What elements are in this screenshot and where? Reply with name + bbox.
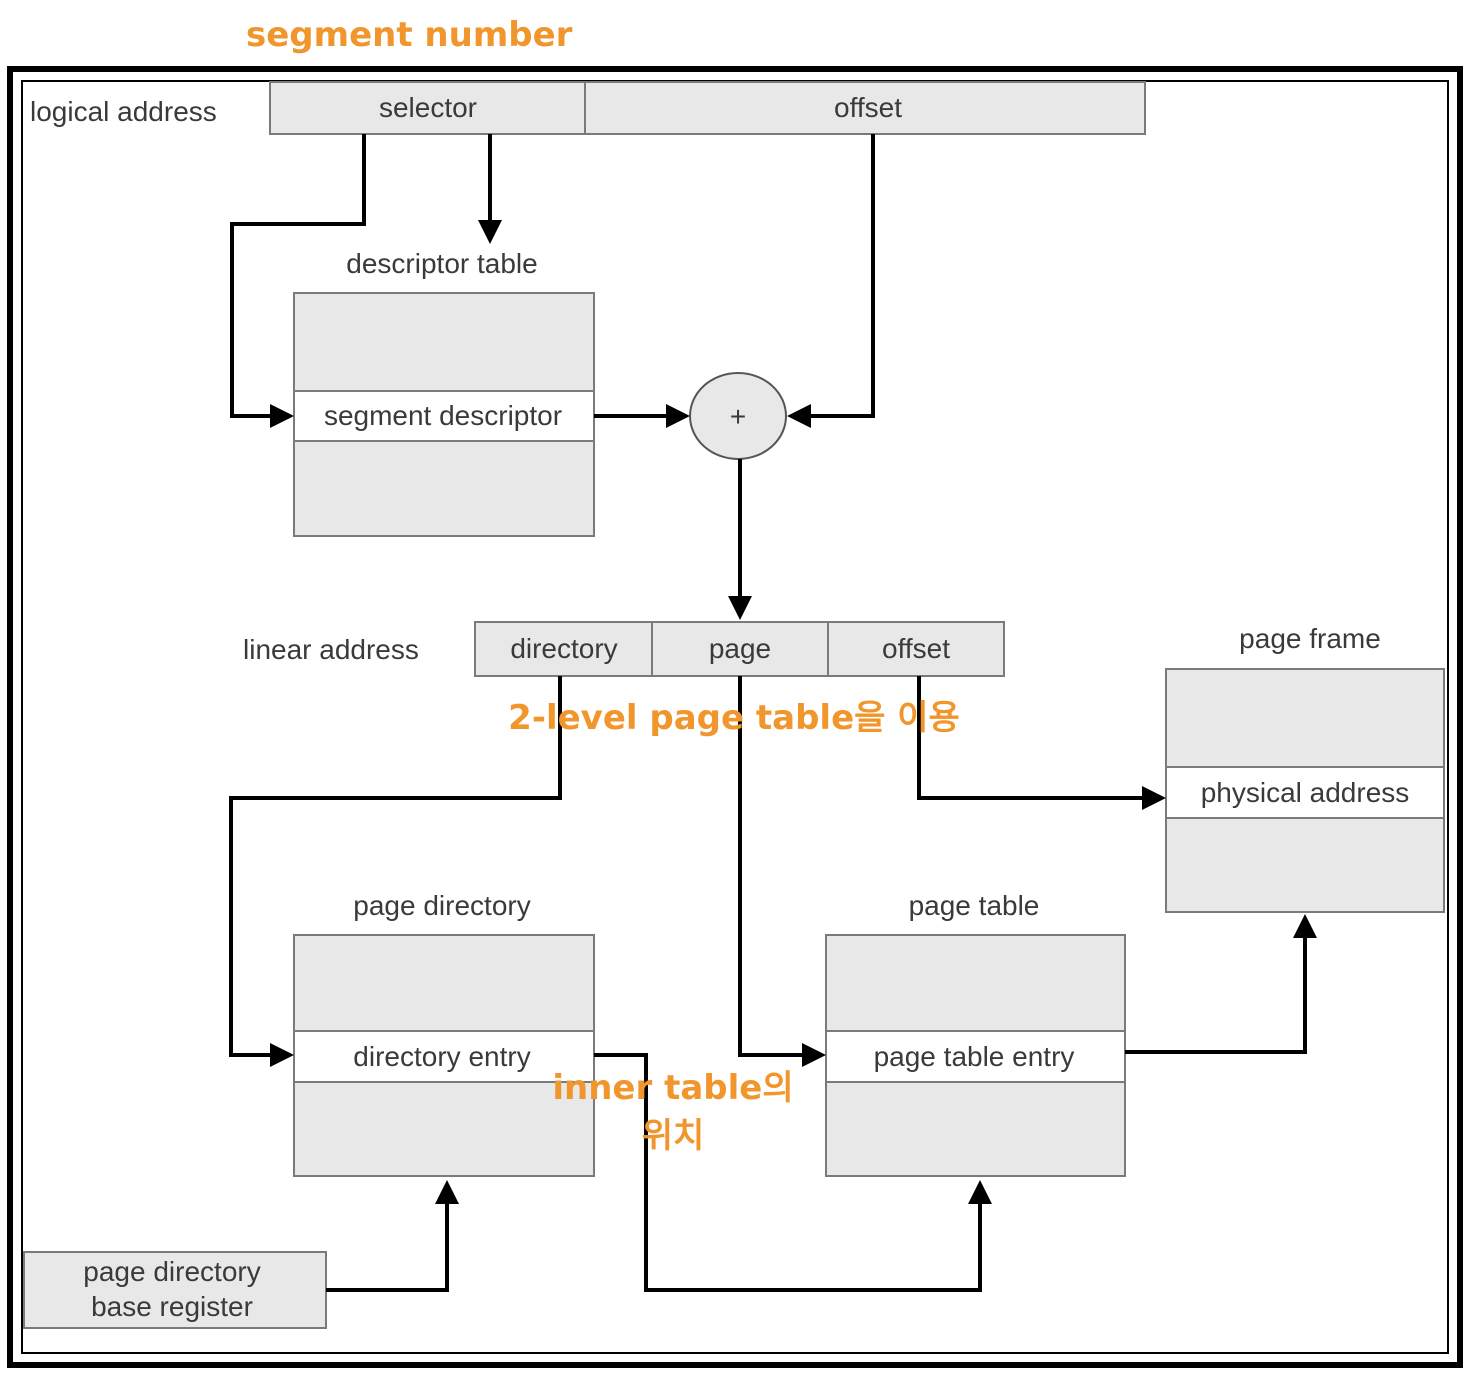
arrowhead bbox=[728, 596, 752, 620]
selector-to-descriptor-line bbox=[230, 134, 366, 418]
adder-symbol: + bbox=[730, 401, 746, 432]
physical-address-label: physical address bbox=[1201, 777, 1410, 808]
page-table-title: page table bbox=[909, 890, 1040, 921]
arrowhead bbox=[270, 404, 294, 428]
physical-address-row bbox=[1165, 766, 1445, 819]
directory-entry-row bbox=[293, 1030, 595, 1083]
annotation-two-level: 2-level page table을 이용 bbox=[508, 698, 960, 738]
page-table-entry-row bbox=[825, 1030, 1126, 1083]
outer-frame bbox=[7, 66, 1463, 1368]
page-to-page-table-line bbox=[738, 676, 804, 1057]
arrowhead bbox=[666, 404, 690, 428]
arrowhead bbox=[802, 1043, 826, 1067]
directory-entry-to-page-table-line bbox=[594, 1053, 982, 1292]
arrowhead bbox=[1142, 786, 1166, 810]
arrowhead bbox=[435, 1180, 459, 1204]
arrowhead bbox=[968, 1180, 992, 1204]
page-field bbox=[651, 621, 829, 677]
directory-entry-label: directory entry bbox=[353, 1041, 530, 1072]
arrowhead bbox=[270, 1043, 294, 1067]
directory-field-label: directory bbox=[510, 633, 617, 664]
segment-descriptor-label: segment descriptor bbox=[324, 400, 562, 431]
page-directory-title: page directory bbox=[353, 890, 530, 921]
base-register-line1: page directory bbox=[83, 1256, 260, 1287]
page-table-entry-label: page table entry bbox=[874, 1041, 1075, 1072]
arrowhead bbox=[787, 404, 811, 428]
base-register bbox=[23, 1251, 327, 1329]
descriptor-table-title: descriptor table bbox=[346, 248, 537, 279]
base-register-to-directory-line bbox=[326, 1202, 449, 1292]
logical-address-label: logical address bbox=[30, 96, 217, 127]
linear-offset-label: offset bbox=[882, 633, 950, 664]
base-register-line2: base register bbox=[91, 1291, 253, 1322]
selector-label: selector bbox=[379, 92, 477, 123]
annotation-segment-number: segment number bbox=[246, 15, 573, 55]
page-frame-title: page frame bbox=[1239, 623, 1381, 654]
arrowhead bbox=[478, 220, 502, 244]
linear-address-label: linear address bbox=[243, 634, 419, 665]
linear-offset-field bbox=[827, 621, 1005, 677]
logical-offset-field bbox=[584, 81, 1146, 135]
page-field-label: page bbox=[709, 633, 771, 664]
directory-to-page-directory-line bbox=[229, 676, 562, 1057]
logical-offset-label: offset bbox=[834, 92, 902, 123]
annotation-inner-table-line1: inner table의 bbox=[552, 1068, 793, 1108]
offset-to-physical-line bbox=[917, 676, 1144, 800]
page-table-entry-to-frame-line bbox=[1125, 936, 1307, 1054]
arrowhead bbox=[1293, 914, 1317, 938]
directory-field bbox=[474, 621, 653, 677]
segment-descriptor-row bbox=[293, 390, 595, 442]
offset-to-adder-line bbox=[810, 134, 875, 418]
annotation-inner-table-line2: 위치 bbox=[642, 1116, 705, 1156]
